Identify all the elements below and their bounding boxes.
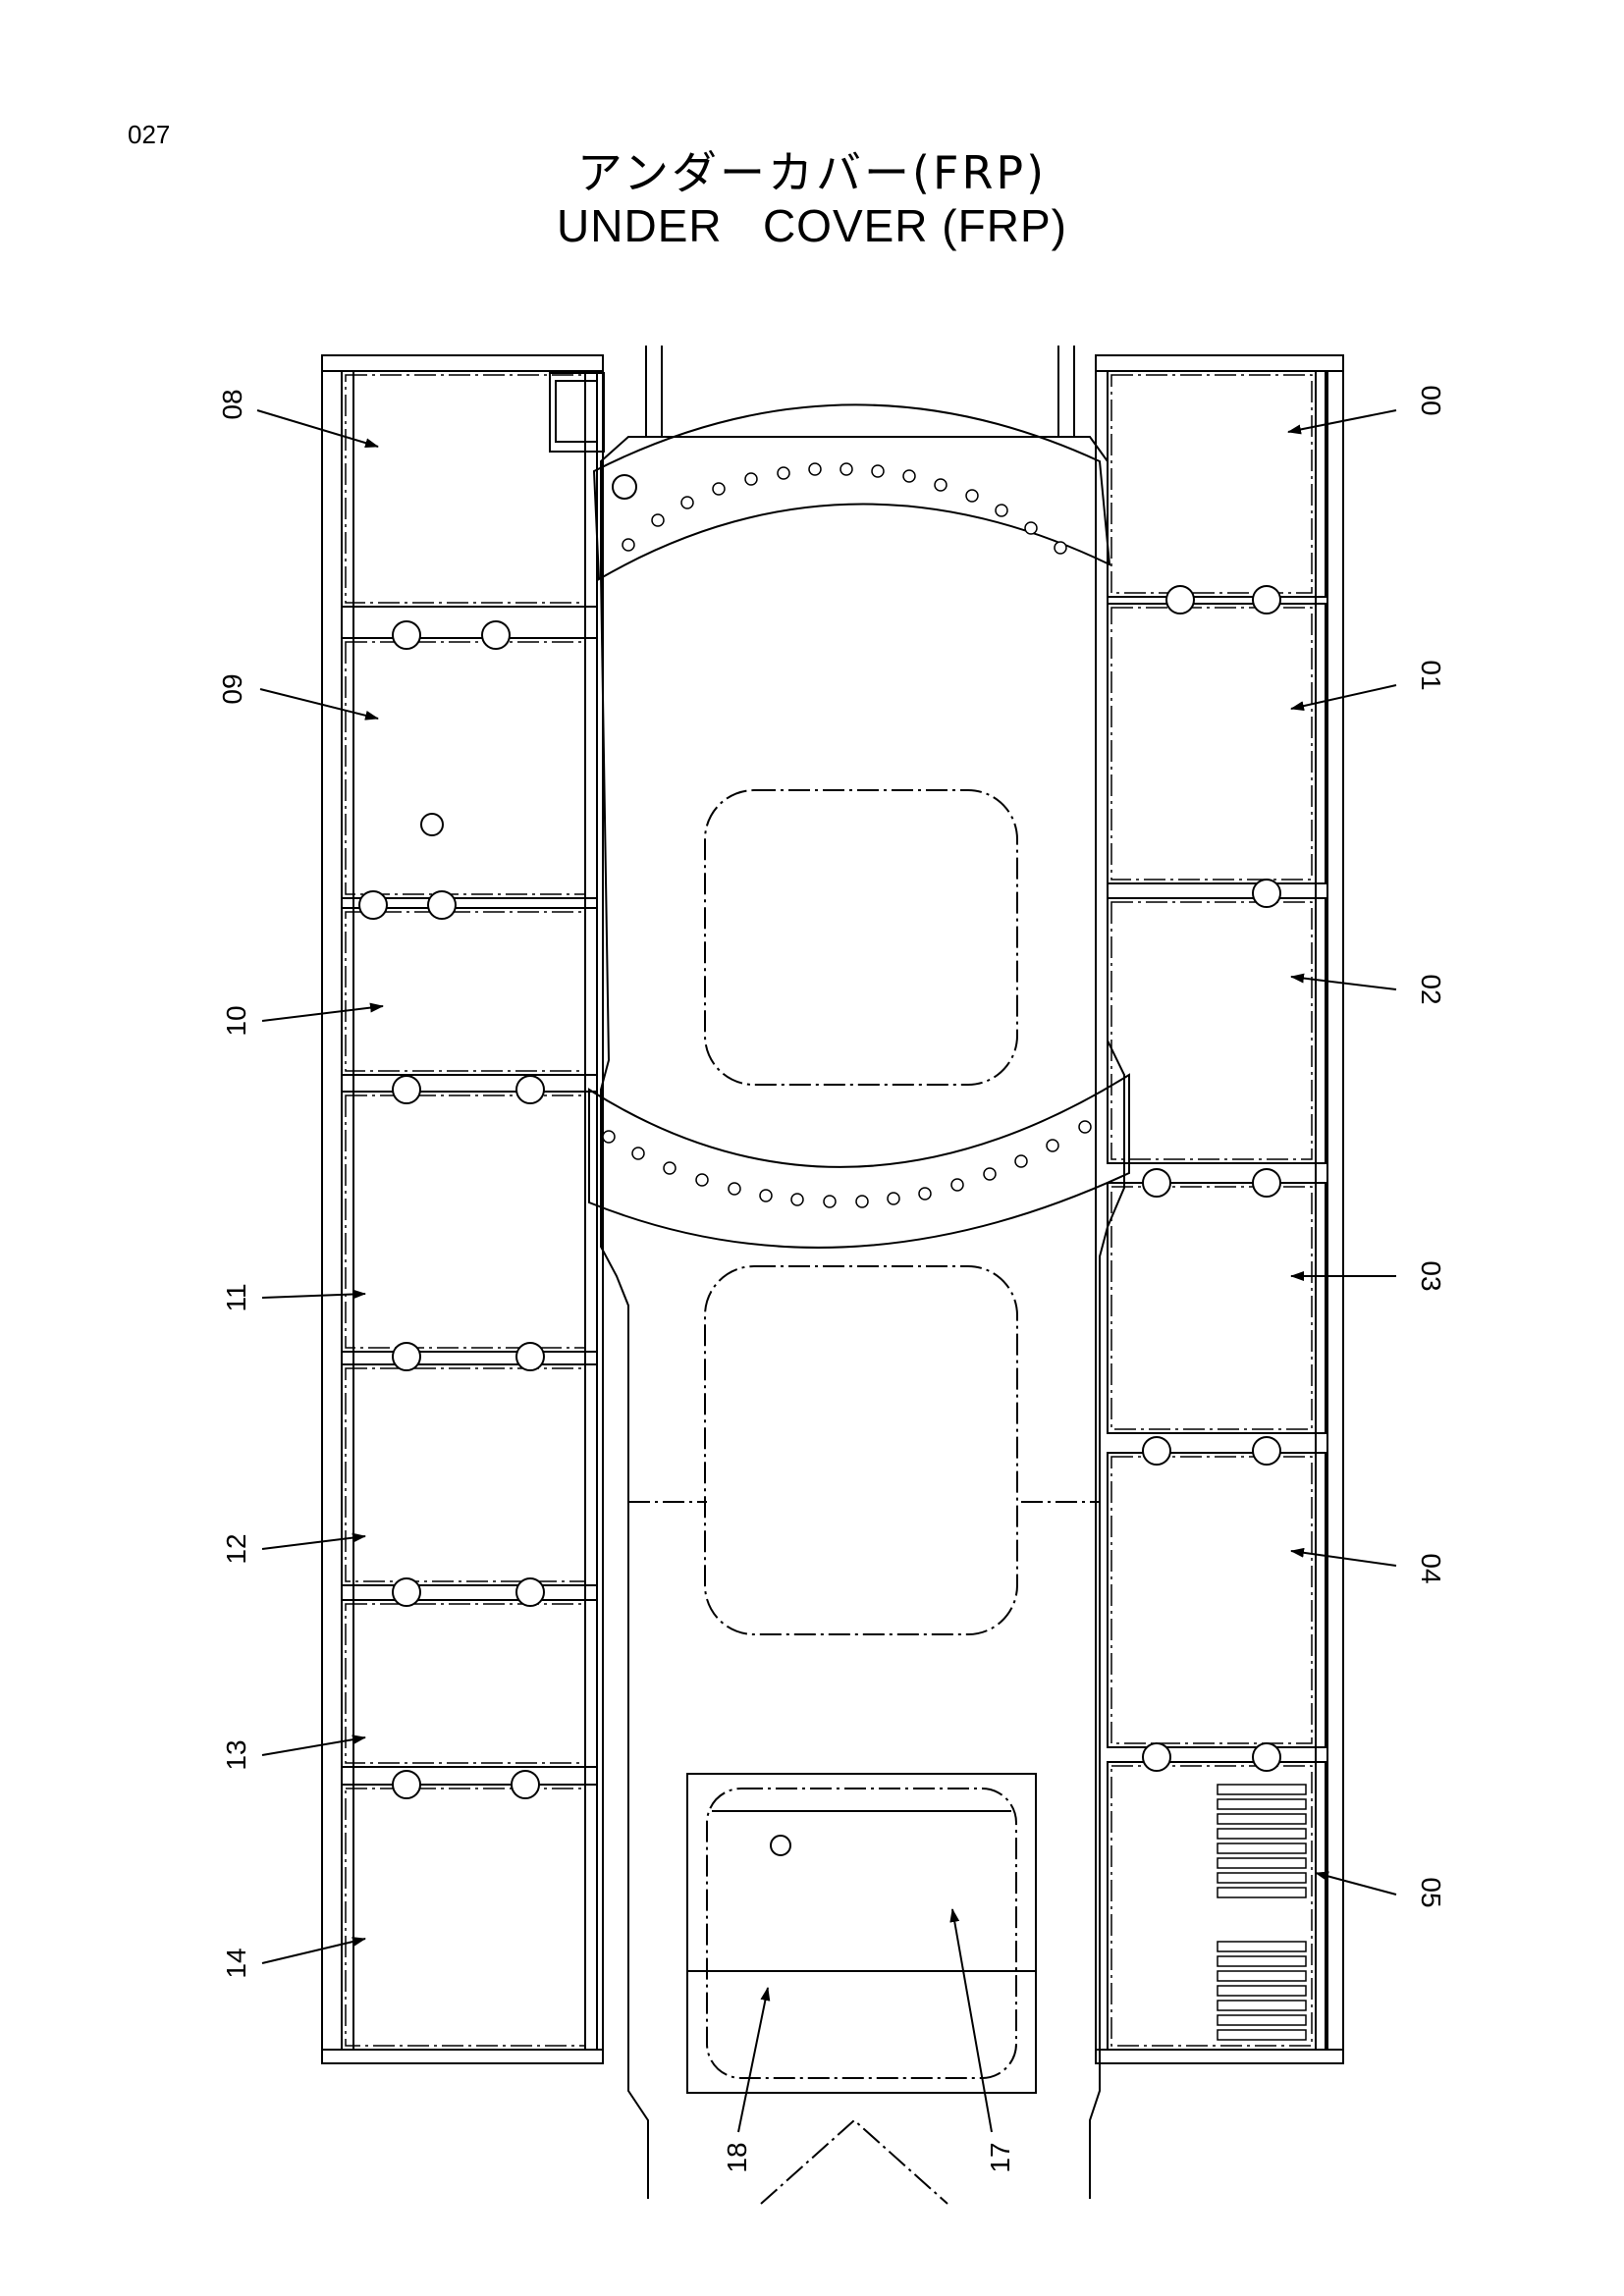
panel-04 <box>1107 1452 1326 1748</box>
leader-arrows <box>256 409 1397 2133</box>
panel-03 <box>1107 1182 1326 1434</box>
label-10: 10 <box>221 1005 251 1036</box>
label-17: 17 <box>985 2142 1015 2172</box>
label-04: 04 <box>1416 1553 1446 1583</box>
panel-00 <box>1107 370 1326 598</box>
label-00: 00 <box>1416 385 1446 415</box>
panel-01 <box>1107 603 1326 884</box>
panel-13 <box>341 1599 598 1768</box>
label-01: 01 <box>1416 660 1446 690</box>
title-english: UNDER COVER (FRP) <box>557 200 1067 251</box>
title-japanese: アンダーカバー(FRP) <box>576 146 1048 199</box>
panel-09 <box>341 637 598 899</box>
right-panels <box>1107 370 1326 2051</box>
page-number: 027 <box>128 120 171 149</box>
panel-14 <box>341 1784 598 2051</box>
part-labels: 08 09 10 11 12 13 14 00 01 02 03 04 05 1… <box>217 385 1446 2172</box>
left-panels <box>341 370 605 2051</box>
label-02: 02 <box>1416 974 1446 1004</box>
label-13: 13 <box>221 1739 251 1770</box>
label-11: 11 <box>221 1283 251 1311</box>
panel-05 <box>1107 1761 1326 2051</box>
label-03: 03 <box>1416 1260 1446 1291</box>
arc-holes <box>602 462 1092 1208</box>
label-09: 09 <box>217 673 247 704</box>
label-12: 12 <box>221 1533 251 1564</box>
left-track-frame <box>321 354 604 2064</box>
panel-12 <box>341 1363 598 1586</box>
panel-11 <box>341 1091 598 1353</box>
center-frame <box>588 346 1130 2205</box>
bottom-hatch <box>686 1773 1037 2094</box>
label-08: 08 <box>217 389 247 419</box>
label-05: 05 <box>1416 1877 1446 1907</box>
label-14: 14 <box>221 1948 251 1978</box>
panel-10 <box>341 907 598 1076</box>
panel-08 <box>341 370 598 608</box>
fasteners <box>358 585 1281 1799</box>
label-18: 18 <box>722 2142 752 2172</box>
panel-02 <box>1107 897 1326 1164</box>
